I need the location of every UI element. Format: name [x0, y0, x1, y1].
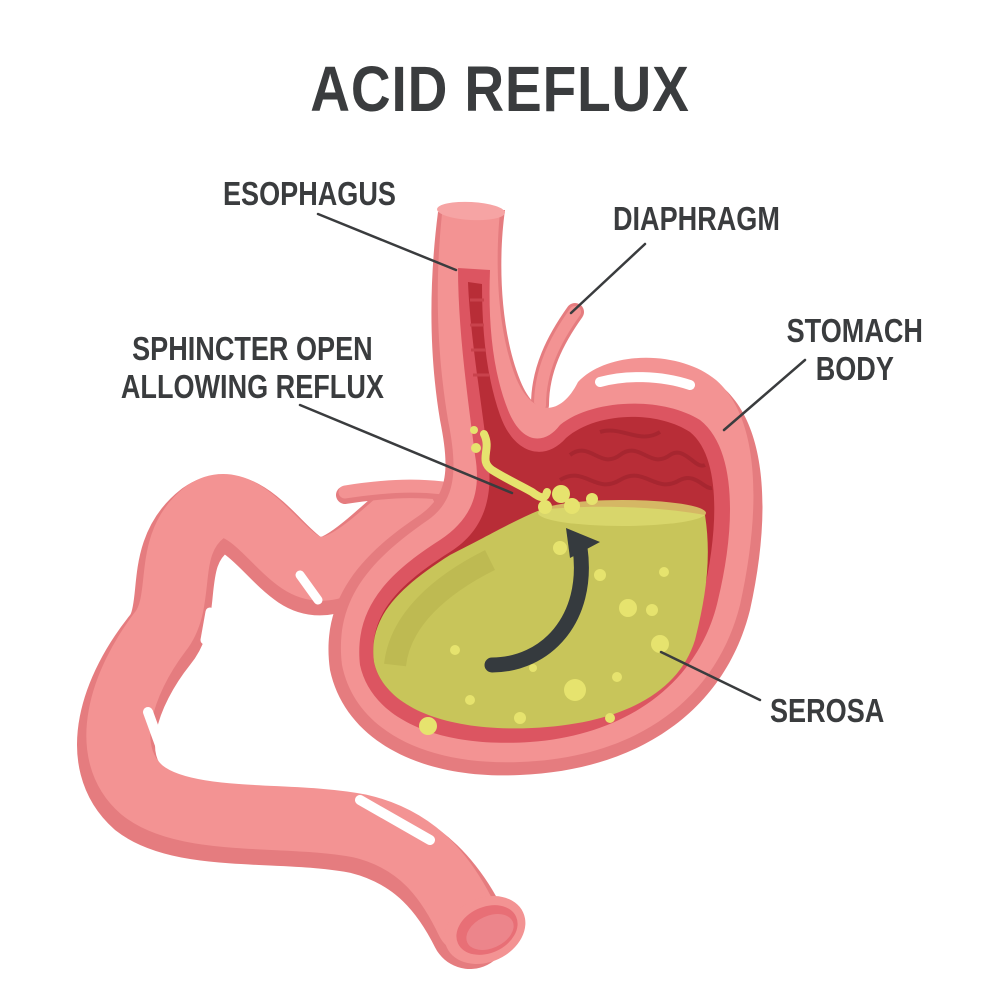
- label-stomach-body: STOMACH BODY: [786, 312, 923, 387]
- diaphragm-leader-line: [569, 242, 647, 315]
- diagram-title: ACID REFLUX: [310, 53, 690, 125]
- label-diaphragm: DIAPHRAGM: [613, 200, 780, 237]
- label-sphincter-open: SPHINCTER OPEN ALLOWING REFLUX: [120, 330, 384, 405]
- label-serosa: SEROSA: [770, 692, 885, 729]
- serosa-leader-line: [659, 650, 762, 702]
- label-esophagus: ESOPHAGUS: [223, 175, 396, 212]
- leader-lines: [298, 212, 807, 702]
- reflux-arrow-icon: [484, 528, 600, 673]
- esophagus-leader-line: [316, 212, 458, 272]
- acid-contents-icon: [373, 426, 708, 735]
- sphincter-leader-line: [298, 403, 514, 495]
- stomach-body-leader-line: [722, 358, 807, 432]
- duodenum-icon: [77, 474, 526, 969]
